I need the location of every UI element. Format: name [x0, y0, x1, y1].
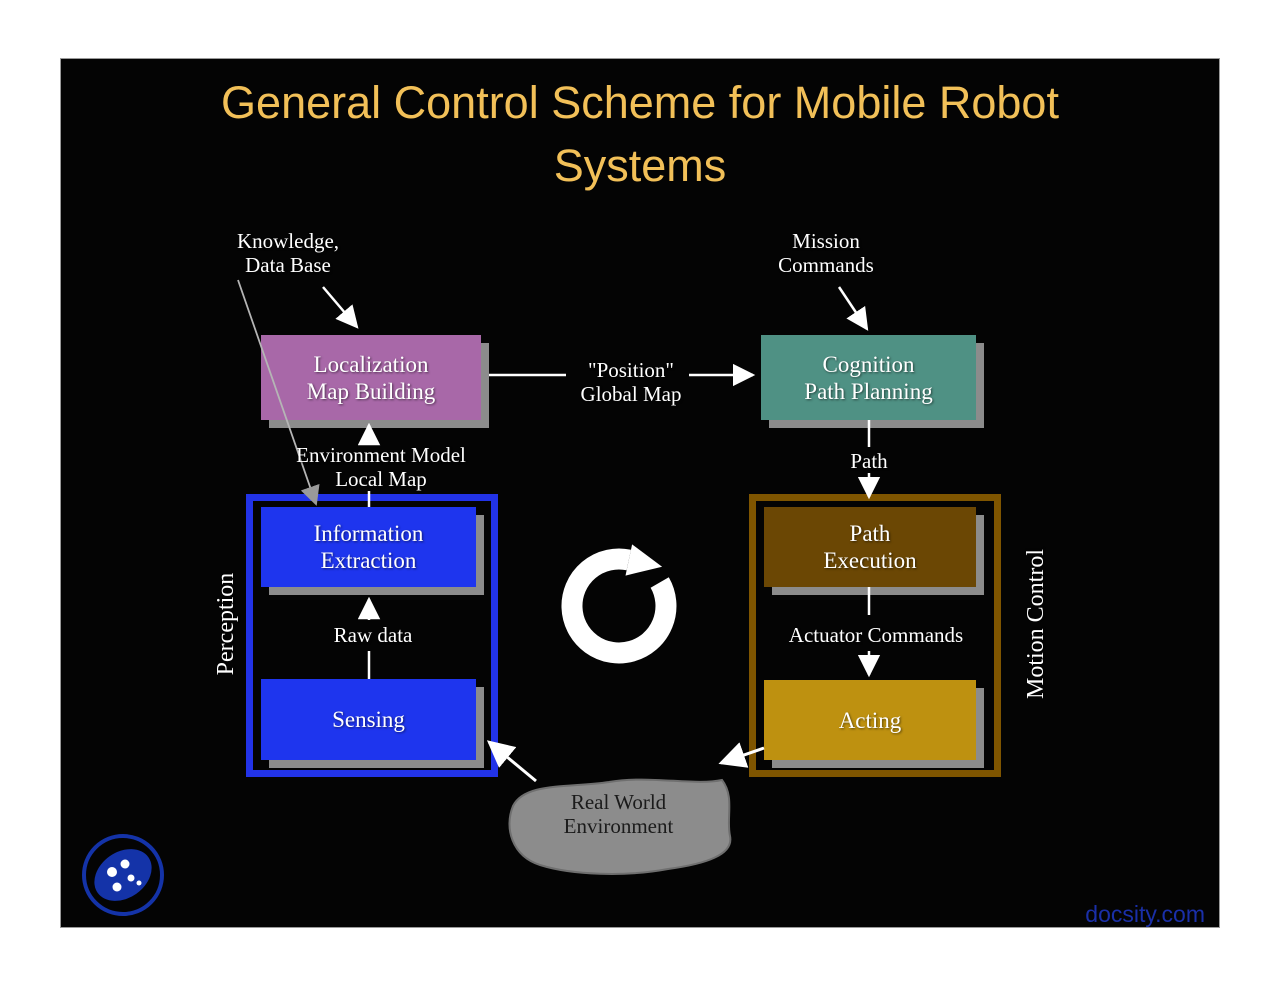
localization-line1: Localization [313, 351, 429, 377]
path-execution-box: Path Execution [764, 507, 976, 587]
real-world-line1: Real World [570, 790, 667, 814]
slide: General Control Scheme for Mobile Robot … [60, 58, 1220, 928]
docsity-link[interactable]: docsity.com [1085, 901, 1205, 927]
arrow-knowledge-to-localization [322, 286, 359, 329]
mission-line2: Commands [778, 253, 874, 277]
position-line2: Global Map [580, 382, 682, 406]
slide-title: General Control Scheme for Mobile Robot … [221, 77, 1059, 191]
knowledge-database-label: Knowledge, Data Base [198, 229, 378, 277]
position-line1: "Position" [588, 358, 674, 382]
localization-map-building-box: Localization Map Building [261, 335, 481, 420]
knowledge-line2: Data Base [245, 253, 331, 277]
localization-line2: Map Building [306, 378, 436, 404]
acting-line1: Acting [838, 707, 902, 733]
cognition-path-planning-box: Cognition Path Planning [761, 335, 976, 420]
real-world-line2: Environment [563, 814, 674, 838]
cycle-arrow-icon [561, 544, 677, 664]
docsity-logo-icon [82, 834, 164, 916]
blob-shape [508, 778, 732, 875]
arrow-mission-to-cognition [837, 286, 869, 331]
position-global-map-label: "Position" Global Map [551, 358, 711, 406]
cognition-line1: Cognition [822, 351, 915, 377]
sensing-box: Sensing [261, 679, 476, 760]
perception-group-frame [246, 494, 498, 777]
envmodel-line2: Local Map [335, 467, 427, 491]
acting-box: Acting [764, 680, 976, 760]
knowledge-line1: Knowledge, [236, 229, 340, 253]
information-extraction-box: Information Extraction [261, 507, 476, 587]
real-world-environment-label: Real World Environment [501, 790, 736, 838]
path-execution-line2: Execution [823, 548, 917, 573]
raw-data-label: Raw data [333, 623, 413, 647]
motion-control-group-label: Motion Control [1023, 549, 1049, 700]
cognition-line2: Path Planning [804, 378, 933, 404]
information-line2: Extraction [320, 548, 417, 573]
mission-commands-label: Mission Commands [741, 229, 911, 277]
actuator-commands-label: Actuator Commands [788, 623, 964, 647]
sensing-line1: Sensing [332, 707, 405, 732]
real-world-environment-blob: Real World Environment [501, 770, 736, 882]
information-line1: Information [313, 521, 424, 546]
path-execution-line1: Path [849, 521, 891, 546]
perception-group-label: Perception [213, 572, 239, 676]
envmodel-line1: Environment Model [296, 443, 466, 467]
path-label: Path [850, 449, 888, 473]
environment-model-label: Environment Model Local Map [261, 443, 501, 491]
mission-line1: Mission [792, 229, 860, 253]
